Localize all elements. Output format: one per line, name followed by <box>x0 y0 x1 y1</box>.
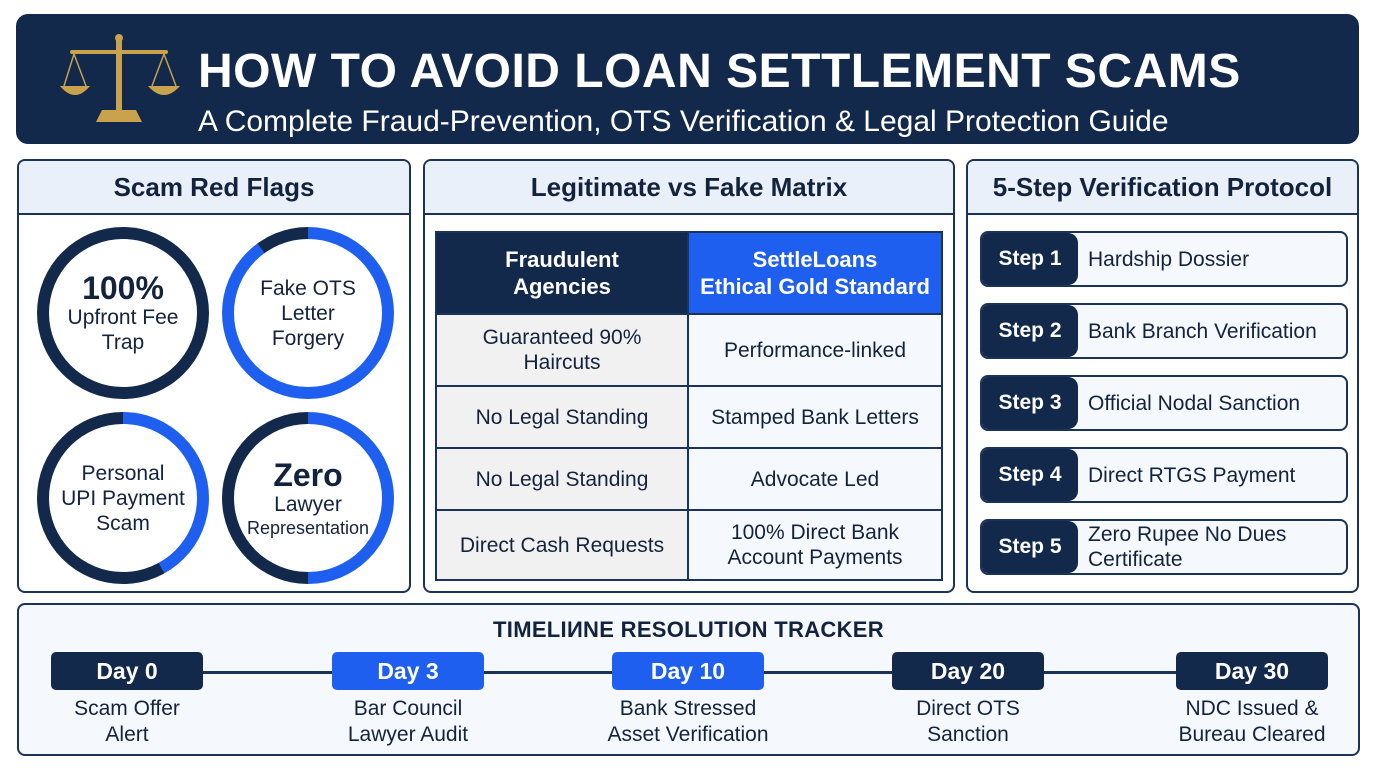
timeline-panel: TIMELIИNE RESOLUTION TRACKER Day 0 Scam O… <box>17 603 1360 756</box>
page-title: HOW TO AVOID LOAN SETTLEMENT SCAMS <box>198 45 1241 98</box>
red-flag-line: Trap <box>101 331 145 354</box>
red-flag-line: Upfront Fee <box>67 306 179 329</box>
day-marker: Day 10 <box>612 652 764 690</box>
comparison-table: Fraudulent Agencies SettleLoans Ethical … <box>435 231 943 581</box>
timeline-title: TIMELIИNE RESOLUTION TRACKER <box>493 617 884 642</box>
red-flag-line: Letter <box>281 301 335 325</box>
fraudulent-cell: Direct Cash Requests <box>435 509 689 581</box>
protocol-step: Step 4 Direct RTGS Payment <box>980 447 1348 503</box>
timeline-milestone: Day 0 Scam Offer Alert <box>19 652 257 748</box>
timeline-milestone: Day 3 Bar Council Lawyer Audit <box>278 652 538 748</box>
fraudulent-cell: No Legal Standing <box>435 385 689 449</box>
red-flag-note: Representation <box>246 517 370 538</box>
step-description: Zero Rupee No Dues Certificate <box>1088 523 1287 571</box>
milestone-label: Direct OTS Sanction <box>916 697 1020 746</box>
red-flag-headline: 100% <box>82 270 164 306</box>
timeline-milestone: Day 20 Direct OTS Sanction <box>838 652 1098 748</box>
legitimate-cell: 100% Direct Bank Account Payments <box>687 509 943 581</box>
protocol-step: Step 3 Official Nodal Sanction <box>980 375 1348 431</box>
red-flag-line: Personal <box>81 461 165 485</box>
milestone-label: Bar Council Lawyer Audit <box>347 697 469 746</box>
milestone-label: NDC Issued & Bureau Cleared <box>1178 697 1326 746</box>
red-flag-headline: Zero <box>273 456 343 493</box>
timeline-milestone: Day 10 Bank Stressed Asset Verification <box>558 652 818 748</box>
settleloans-header: SettleLoans Ethical Gold Standard <box>687 231 943 315</box>
fraudulent-cell: No Legal Standing <box>435 447 689 511</box>
settleloans-standard: Ethical Gold Standard <box>700 274 930 299</box>
day-marker: Day 30 <box>1176 652 1328 690</box>
protocol-step: Step 1 Hardship Dossier <box>980 231 1348 287</box>
step-description: Hardship Dossier <box>1088 247 1250 271</box>
red-flags-title: Scam Red Flags <box>19 161 409 215</box>
legitimate-cell: Advocate Led <box>687 447 943 511</box>
red-flag-line: Forgery <box>271 326 345 350</box>
fraudulent-cell: Guaranteed 90% Haircuts <box>435 313 689 387</box>
fraudulent-header: Fraudulent Agencies <box>435 231 689 315</box>
milestone-label: Bank Stressed Asset Verification <box>607 697 769 746</box>
scales-of-justice-icon <box>60 34 180 122</box>
matrix-panel: Legitimate vs Fake Matrix Fraudulent Age… <box>423 159 955 593</box>
red-flag-line: Lawyer <box>274 492 342 516</box>
matrix-title: Legitimate vs Fake Matrix <box>425 161 953 215</box>
milestone-label: Scam Offer Alert <box>74 697 180 746</box>
legitimate-cell: Stamped Bank Letters <box>687 385 943 449</box>
header-banner: HOW TO AVOID LOAN SETTLEMENT SCAMS A Com… <box>16 14 1359 144</box>
step-description: Bank Branch Verification <box>1088 319 1317 343</box>
step-number-badge: Step 1 <box>982 233 1078 285</box>
timeline-milestone: Day 30 NDC Issued & Bureau Cleared <box>1122 652 1358 748</box>
protocol-panel: 5-Step Verification Protocol Step 1 Hards… <box>966 159 1359 593</box>
red-flag-line: Scam <box>96 511 150 535</box>
step-number-badge: Step 3 <box>982 377 1078 429</box>
step-description: Direct RTGS Payment <box>1088 463 1296 487</box>
settleloans-brand: SettleLoans <box>752 247 878 272</box>
step-description: Official Nodal Sanction <box>1088 391 1301 415</box>
red-flag-line: UPI Payment <box>61 486 185 510</box>
day-marker: Day 3 <box>332 652 484 690</box>
step-number-badge: Step 5 <box>982 521 1078 573</box>
day-marker: Day 0 <box>51 652 203 690</box>
page-subtitle: A Complete Fraud-Prevention, OTS Verific… <box>198 105 1169 138</box>
protocol-step: Step 2 Bank Branch Verification <box>980 303 1348 359</box>
step-number-badge: Step 2 <box>982 305 1078 357</box>
fraudulent-header-label: Fraudulent Agencies <box>505 247 619 299</box>
protocol-title: 5-Step Verification Protocol <box>968 161 1357 215</box>
legitimate-cell: Performance-linked <box>687 313 943 387</box>
red-flag-line: Fake OTS <box>260 276 356 300</box>
day-marker: Day 20 <box>892 652 1044 690</box>
step-number-badge: Step 4 <box>982 449 1078 501</box>
